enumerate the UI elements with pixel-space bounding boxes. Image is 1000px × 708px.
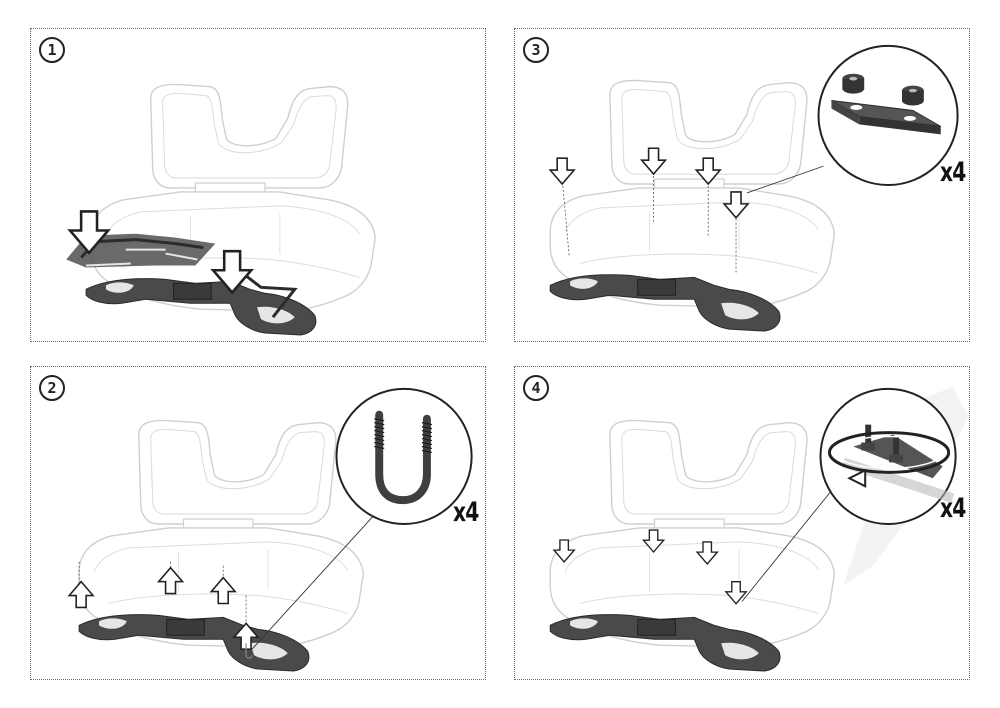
step-panel-3: 3 x4 — [514, 28, 970, 342]
step-number-badge: 4 — [523, 375, 549, 401]
rotate-tighten-icon — [819, 387, 957, 525]
u-bolt-icon — [335, 387, 473, 525]
quantity-label: x4 — [940, 493, 966, 524]
step-number-badge: 1 — [39, 37, 65, 63]
step-panel-2: 2 x4 — [30, 366, 486, 680]
install-rack-illustration — [66, 83, 376, 336]
spacer-plate-and-washers-icon — [817, 44, 959, 186]
insert-u-bolts-illustration — [68, 387, 473, 672]
step-number-badge: 2 — [39, 375, 65, 401]
quantity-label: x4 — [940, 157, 966, 188]
down-arrow-icon — [549, 157, 575, 185]
quantity-label: x4 — [453, 497, 479, 528]
step-panel-1: 1 — [30, 28, 486, 342]
insert-spacers-illustration — [549, 44, 959, 332]
step-panel-4: 4 x4 — [514, 366, 970, 680]
tighten-nuts-illustration — [549, 386, 969, 672]
step-number-badge: 3 — [523, 37, 549, 63]
